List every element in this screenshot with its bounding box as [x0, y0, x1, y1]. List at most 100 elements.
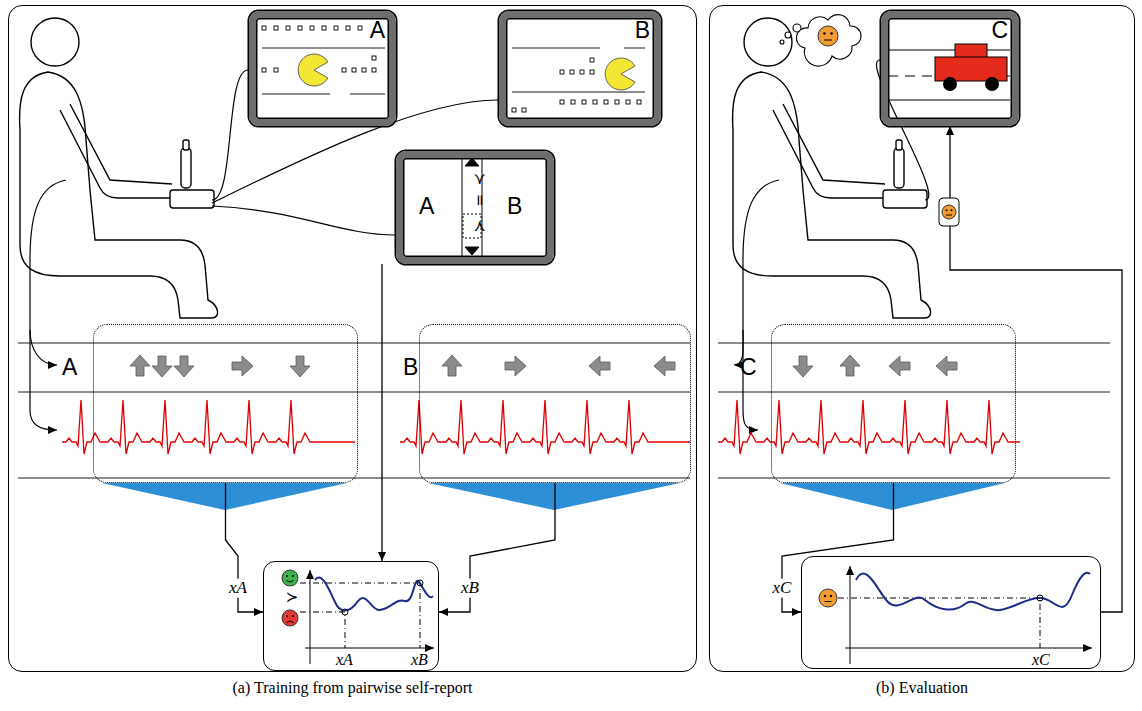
drawing-part — [262, 68, 266, 72]
model-plot: ≻xAxB — [263, 561, 439, 671]
drawing-part — [946, 215, 952, 216]
drawing-part — [955, 44, 987, 58]
drawing-part — [372, 56, 376, 60]
drawing-part — [212, 206, 395, 235]
drawing-part — [102, 483, 347, 510]
drawing-part — [342, 68, 346, 72]
connector — [439, 483, 555, 612]
person-figure — [733, 18, 931, 318]
drawing-part — [935, 57, 1007, 81]
drawing-part — [796, 15, 861, 66]
drawing-part — [442, 355, 462, 376]
edge-label: xA — [227, 579, 249, 598]
drawing-part — [287, 581, 294, 583]
drawing-part — [825, 601, 832, 602]
preference-plot — [300, 570, 434, 664]
drawing-part — [819, 589, 837, 607]
neutral-face — [819, 589, 837, 607]
drawing-part — [417, 580, 423, 586]
drawing-part — [174, 356, 194, 377]
node-label: ≺ — [472, 218, 489, 234]
thought-bubble — [780, 15, 861, 66]
drawing-part — [310, 26, 314, 30]
drawing-part — [298, 54, 328, 86]
emotion-token — [939, 198, 959, 226]
model-plot: xC — [801, 556, 1101, 669]
drawing-part — [589, 356, 610, 376]
node-label: B — [635, 18, 650, 43]
drawing-part — [718, 400, 1020, 454]
drawing-part — [718, 478, 1110, 479]
drawing-part — [30, 180, 66, 365]
drawing-part — [70, 104, 172, 184]
drawing-part — [830, 595, 832, 597]
person-figure — [20, 18, 218, 318]
sad-face — [282, 610, 298, 626]
drawing-part — [512, 108, 516, 112]
drawing-part — [298, 26, 302, 30]
drawing-part — [400, 400, 690, 454]
drawing-part — [152, 356, 172, 377]
drawing-part — [30, 330, 57, 430]
pacman-game — [262, 26, 645, 112]
drawing-part — [936, 356, 957, 376]
drawing-part — [262, 26, 641, 112]
drawing-part — [20, 72, 218, 318]
node-label: xC — [1032, 651, 1050, 669]
drawing-part — [342, 609, 348, 615]
drawing-part — [310, 570, 311, 664]
drawing-part — [334, 26, 338, 30]
drawing-part — [850, 566, 851, 664]
driving-game — [888, 44, 1010, 100]
drawing-part — [372, 68, 376, 72]
drawing-part — [362, 68, 366, 72]
drawing-part — [305, 648, 434, 649]
game-screen: B — [499, 11, 661, 126]
comparison-screen: A≻=≺B — [396, 151, 554, 264]
drawing-part — [718, 343, 1110, 344]
drawing-part — [824, 595, 826, 597]
drawing-part — [840, 355, 860, 376]
drawing-part — [292, 615, 294, 617]
drawing-part — [18, 392, 690, 393]
band-lines — [18, 343, 1110, 478]
drawing-part — [282, 570, 298, 586]
drawing-part — [286, 575, 288, 577]
drawing-part — [315, 577, 433, 610]
drawing-part — [322, 26, 326, 30]
drawing-part — [274, 26, 278, 30]
node-label: A — [62, 355, 77, 380]
drawing-part — [212, 70, 248, 200]
drawing-part — [939, 198, 959, 226]
node-label: C — [740, 355, 757, 380]
drawing-part — [734, 180, 779, 365]
connector — [782, 483, 894, 612]
drawing-part — [262, 94, 330, 95]
drawing-part — [300, 583, 420, 648]
connector — [950, 126, 1122, 612]
game-screen: C — [881, 11, 1019, 126]
drawing-part — [286, 615, 288, 617]
drawing-part — [350, 94, 385, 95]
prediction-plot — [838, 566, 1092, 664]
drawing-part — [818, 26, 838, 46]
node-label: A — [419, 194, 434, 219]
neutral-face — [818, 26, 838, 46]
drawing-part — [31, 18, 79, 66]
drawing-part — [943, 77, 957, 91]
drawing-part — [262, 26, 266, 30]
drawing-part — [428, 483, 680, 510]
drawing-part — [170, 190, 214, 208]
game-screen: A — [249, 11, 396, 126]
drawing-part — [352, 68, 356, 72]
drawing-part — [505, 356, 526, 376]
drawing-part — [985, 77, 999, 91]
drawing-part — [580, 70, 584, 74]
wires — [30, 60, 929, 430]
node-label: = — [472, 192, 489, 208]
drawing-part — [824, 40, 832, 41]
drawing-part — [60, 110, 172, 198]
drawing-part — [570, 70, 574, 74]
drawing-part — [624, 48, 645, 49]
node-label: A — [370, 18, 385, 43]
